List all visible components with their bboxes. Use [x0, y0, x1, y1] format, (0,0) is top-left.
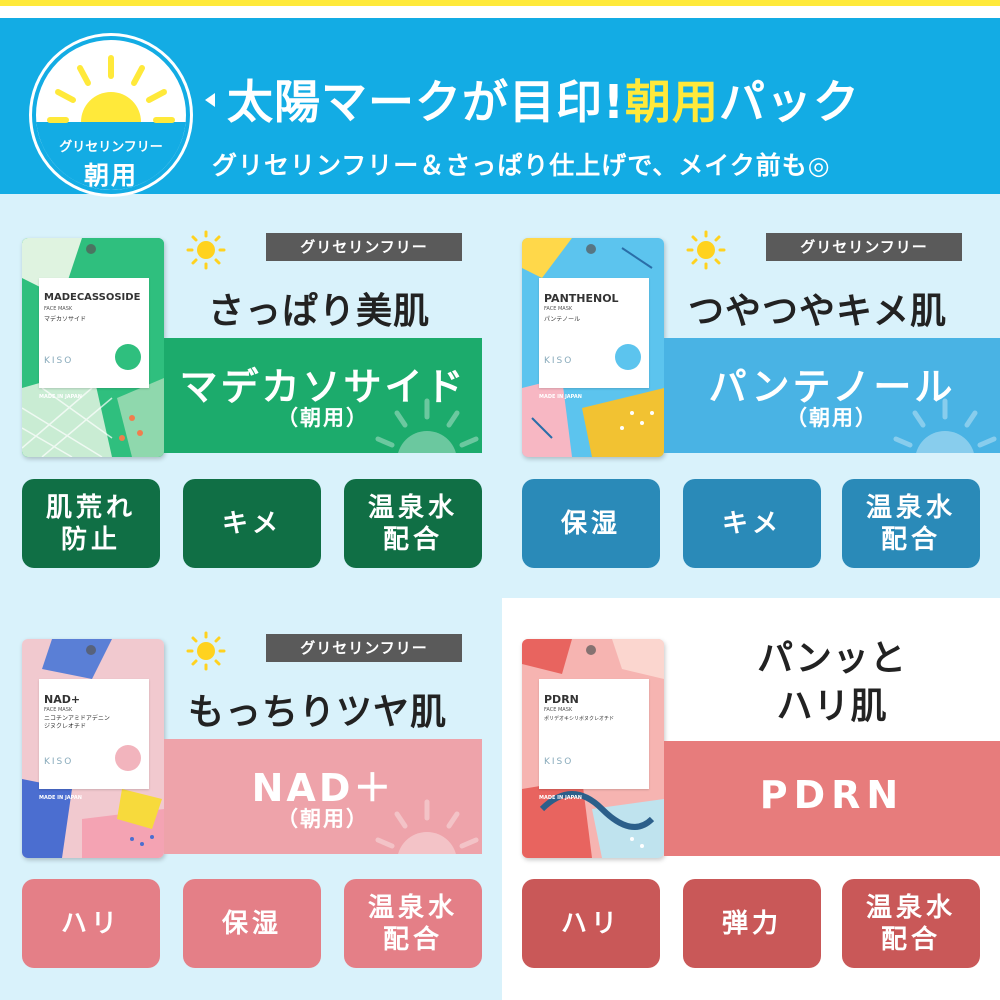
product-name-band: マデカソサイド （朝用）: [164, 338, 482, 453]
pack-name: PANTHENOL: [544, 292, 619, 305]
product-name: パンテノール: [708, 365, 956, 409]
title-tail: パック: [718, 75, 860, 129]
pack-name: PDRN: [544, 693, 579, 706]
catch-copy: つやつやキメ肌: [688, 291, 948, 332]
feature-chip: 温泉水 配合: [344, 879, 482, 968]
pack-sun-badge: [115, 745, 141, 771]
feature-chip: 温泉水 配合: [842, 879, 980, 968]
sun-watermark-icon: [375, 799, 479, 854]
pack-label: NAD+ FACE MASK ニコチンアミドアデニン ジヌクレオチド KISO: [39, 679, 149, 789]
badge-title: 朝用: [83, 161, 138, 190]
product-usage-note: （朝用）: [277, 406, 369, 430]
pack-hole: [86, 244, 96, 254]
pack-face-mask: FACE MASK: [44, 306, 73, 312]
catch-copy: もっちりツヤ肌: [188, 692, 448, 733]
tag-row: グリセリンフリー: [184, 629, 484, 671]
pack-made-in: MADE IN JAPAN: [539, 394, 582, 400]
pointer-icon: [205, 92, 215, 107]
pack-jp-name: マデカソサイド: [44, 316, 87, 323]
product-name: マデカソサイド: [179, 365, 467, 409]
title-main: 太陽マークが目印!: [227, 75, 625, 129]
pack-face-mask: FACE MASK: [544, 306, 573, 312]
product-pack-image: PDRN FACE MASK ポリデオキシリボヌクレオチド KISO MADE …: [522, 639, 664, 858]
catch-copy: パンッと ハリ肌: [757, 638, 907, 727]
product-name: PDRN: [759, 773, 905, 817]
glycerin-free-tag: グリセリンフリー: [266, 634, 462, 662]
product-card-madecassoside: MADECASSOSIDE FACE MASK マデカソサイド KISO MAD…: [22, 230, 482, 578]
product-name-band: PDRN: [664, 741, 1000, 856]
glycerin-free-tag: グリセリンフリー: [266, 233, 462, 261]
pack-face-mask: FACE MASK: [544, 707, 573, 713]
glycerin-free-tag: グリセリンフリー: [766, 233, 962, 261]
feature-chip: 温泉水 配合: [344, 479, 482, 568]
pack-jp-name: ニコチンアミドアデニン ジヌクレオチド: [44, 715, 110, 730]
pack-made-in: MADE IN JAPAN: [539, 795, 582, 801]
pack-brand: KISO: [544, 757, 574, 767]
sun-watermark-icon: [893, 398, 997, 453]
header-banner: グリセリンフリー 朝用 太陽マークが目印!朝用パック グリセリンフリー＆さっぱり…: [0, 18, 1000, 194]
feature-chip: 弾力: [683, 879, 821, 968]
pack-hole: [86, 645, 96, 655]
sun-icon: [186, 230, 226, 270]
pack-jp-name: ポリデオキシリボヌクレオチド: [544, 716, 615, 722]
pack-brand: KISO: [44, 757, 74, 767]
pack-made-in: MADE IN JAPAN: [39, 795, 82, 801]
pack-brand: KISO: [544, 356, 574, 366]
pack-sun-badge: [615, 344, 641, 370]
pack-made-in: MADE IN JAPAN: [39, 394, 82, 400]
pack-label: PDRN FACE MASK ポリデオキシリボヌクレオチド KISO: [539, 679, 649, 789]
feature-chip: 保湿: [183, 879, 321, 968]
feature-chip: ハリ: [22, 879, 160, 968]
pack-brand: KISO: [44, 356, 74, 366]
product-pack-image: MADECASSOSIDE FACE MASK マデカソサイド KISO MAD…: [22, 238, 164, 457]
catch-copy: さっぱり美肌: [208, 291, 431, 332]
product-pack-image: NAD+ FACE MASK ニコチンアミドアデニン ジヌクレオチド KISO …: [22, 639, 164, 858]
pack-jp-name: パンテノール: [544, 316, 581, 323]
product-card-nad: NAD+ FACE MASK ニコチンアミドアデニン ジヌクレオチド KISO …: [22, 631, 482, 979]
tag-row: グリセリンフリー: [184, 228, 484, 270]
product-name-band: パンテノール （朝用）: [664, 338, 1000, 453]
pack-face-mask: FACE MASK: [44, 707, 73, 713]
feature-chip: 肌荒れ 防止: [22, 479, 160, 568]
feature-chip: 温泉水 配合: [842, 479, 980, 568]
product-usage-note: （朝用）: [277, 807, 369, 831]
product-name-band: NAD＋ （朝用）: [164, 739, 482, 854]
product-card-panthenol: PANTHENOL FACE MASK パンテノール KISO MADE IN …: [522, 230, 1000, 578]
tag-row: グリセリンフリー: [684, 228, 984, 270]
feature-chip: キメ: [183, 479, 321, 568]
pack-sun-badge: [115, 344, 141, 370]
title-highlight: 朝用: [624, 75, 719, 129]
pack-name: MADECASSOSIDE: [44, 292, 141, 303]
page-subtitle: グリセリンフリー＆さっぱり仕上げで、メイク前も◎: [212, 151, 831, 180]
badge-label: グリセリンフリー: [59, 140, 163, 155]
feature-chip: ハリ: [522, 879, 660, 968]
sun-watermark-icon: [375, 398, 479, 453]
sun-icon: [686, 230, 726, 270]
pack-label: MADECASSOSIDE FACE MASK マデカソサイド KISO: [39, 278, 149, 388]
product-pack-image: PANTHENOL FACE MASK パンテノール KISO MADE IN …: [522, 238, 664, 457]
feature-chip: キメ: [683, 479, 821, 568]
sun-icon: [186, 631, 226, 671]
product-usage-note: （朝用）: [786, 406, 878, 430]
product-card-pdrn: PDRN FACE MASK ポリデオキシリボヌクレオチド KISO MADE …: [522, 638, 1000, 979]
sun-icon: [36, 55, 186, 190]
pack-label: PANTHENOL FACE MASK パンテノール KISO: [539, 278, 649, 388]
page-title: 太陽マークが目印!朝用パック: [205, 66, 860, 132]
pack-name: NAD+: [44, 693, 81, 706]
top-stripe: [0, 0, 1000, 18]
product-name: NAD＋: [251, 766, 395, 810]
morning-badge: グリセリンフリー 朝用: [32, 36, 190, 194]
feature-chip: 保湿: [522, 479, 660, 568]
pack-hole: [586, 645, 596, 655]
pack-hole: [586, 244, 596, 254]
